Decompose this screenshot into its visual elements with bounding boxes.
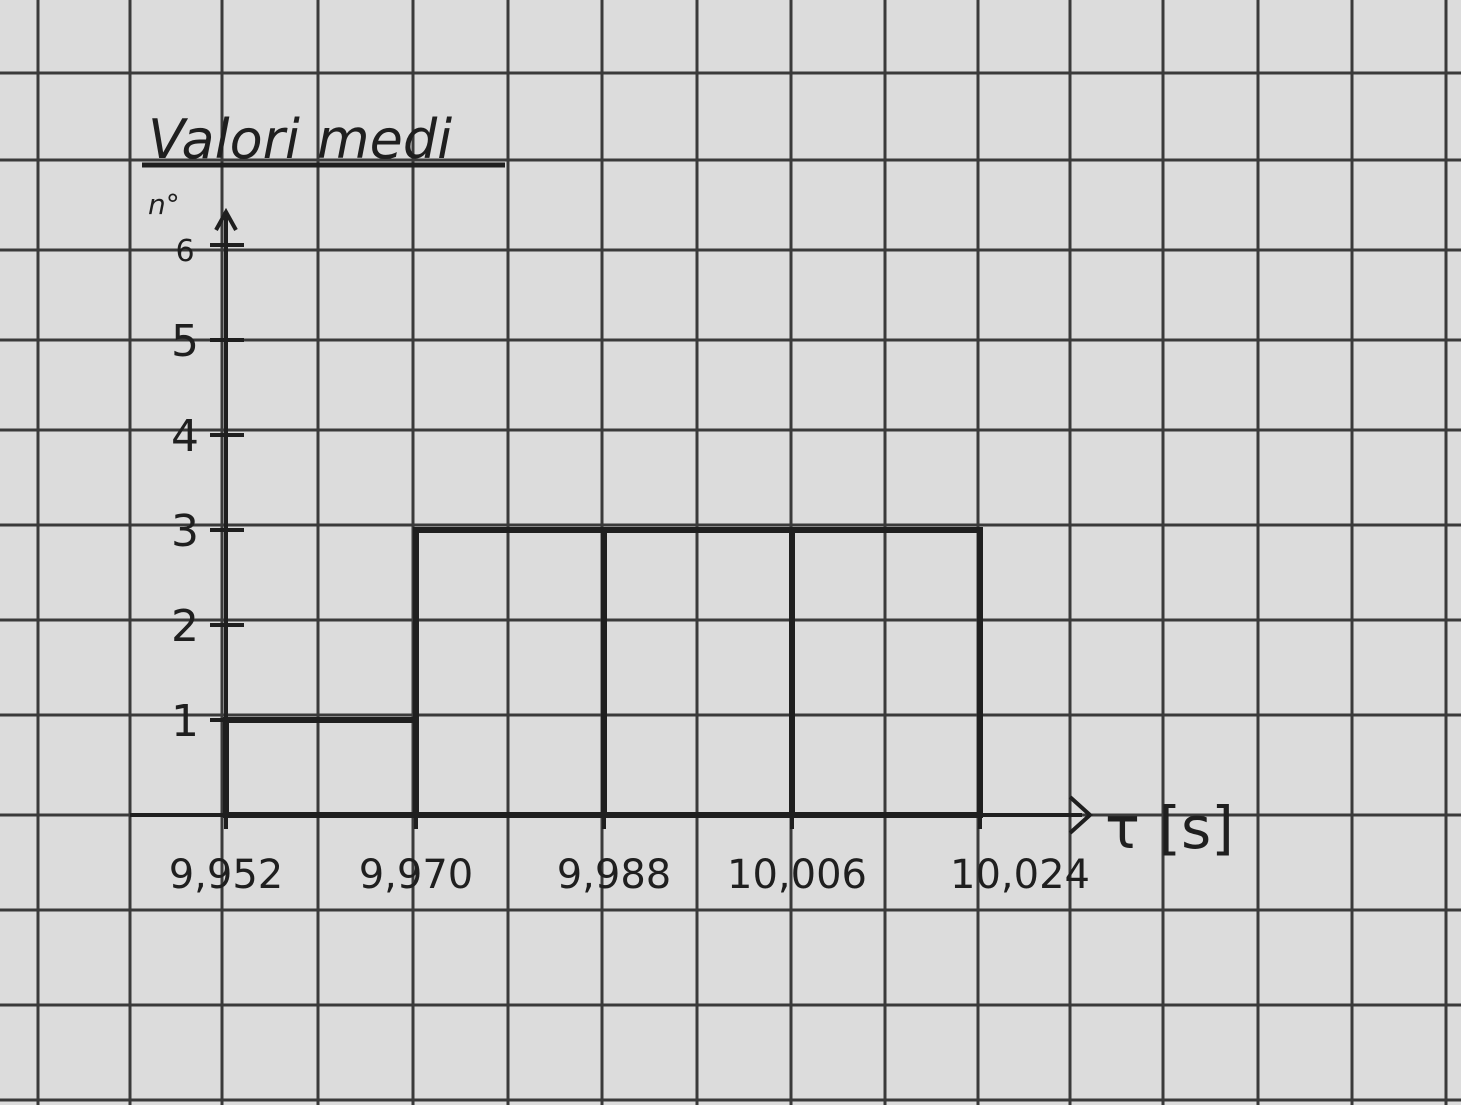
x-axis-ticks: 9,952 9,970 9,988 10,006 10,024 [169, 809, 1090, 898]
y-axis-label: n° [148, 188, 180, 221]
x-tick-label: 9,970 [359, 852, 474, 898]
x-tick-label: 9,952 [169, 852, 284, 898]
x-axis-arrowhead [1068, 795, 1093, 835]
x-tick-label: 10,006 [727, 852, 867, 898]
y-tick-label: 5 [171, 316, 199, 367]
histogram-bar [789, 527, 983, 818]
x-tick-label: 9,988 [557, 852, 672, 898]
histogram-bars [223, 527, 983, 818]
histogram-bar [413, 527, 607, 818]
y-tick-label: 4 [171, 411, 199, 462]
chart-title: Valori medi [148, 108, 452, 171]
y-tick-label: 3 [171, 506, 199, 557]
y-axis-arrowhead [214, 207, 238, 231]
y-tick-label: 1 [171, 696, 199, 747]
chart-axes [130, 207, 1093, 835]
histogram-bar [223, 717, 419, 818]
y-tick-label: 6 [175, 234, 194, 269]
chart-title-group: Valori medi [142, 108, 505, 171]
x-tick-label: 10,024 [950, 852, 1090, 898]
y-axis-ticks: 1 2 3 4 5 6 [171, 234, 244, 747]
x-axis-label: τ [s] [1105, 794, 1234, 862]
y-tick-label: 2 [171, 601, 199, 652]
